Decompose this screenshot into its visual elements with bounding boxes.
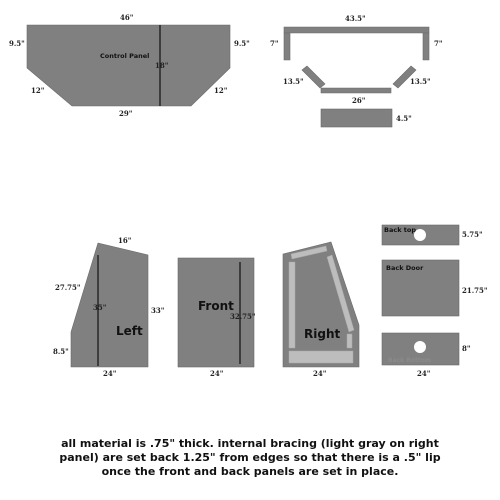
control-panel-bevel-right-dim: 12" [214,86,227,95]
brace-top [283,26,430,34]
left-panel-back-dim: 27.75" [55,283,81,292]
brace-bottom-dim: 26" [352,96,365,105]
right-bracing-short [346,333,353,349]
back-bottom-group: Back Bottom 8" 24" [381,332,471,378]
control-panel-label: Control Panel [100,52,149,60]
back-door-group: Back Door 21.75" [381,259,488,317]
brace-angle-left [301,65,326,89]
right-panel-width-dim: 24" [313,369,326,378]
brace-bottom [320,87,392,94]
left-panel-inner-dim: 35" [93,303,106,312]
control-panel-top-dim: 46" [120,13,133,22]
build-note-line-1: all material is .75" thick. internal bra… [61,437,439,450]
brace-left-dim: 7" [270,39,279,48]
brace-angle-left-dim: 13.5" [283,77,304,86]
right-bracing-bottom [288,350,354,364]
control-panel-shape [26,24,231,107]
back-top-hole [414,229,426,241]
back-top-height-dim: 5.75" [462,230,483,239]
brace-angle-right [392,65,417,89]
brace-right [422,32,430,61]
left-panel-group: Left 16" 27.75" 35" 33" 8.5" 24" [53,236,164,378]
front-panel-shape [177,257,255,368]
left-panel-front-dim: 33" [151,306,164,315]
brace-top-dim: 43.5" [345,14,366,23]
back-bottom-label: Back Bottom [388,357,431,364]
left-panel-width-dim: 24" [103,369,116,378]
control-panel-right-dim: 9.5" [234,39,250,48]
brace-left [283,32,291,61]
back-bottom-width-dim: 24" [417,369,430,378]
small-bar-group: 4.5" [320,108,412,128]
build-note: all material is .75" thick. internal bra… [30,437,470,479]
brace-angle-right-dim: 13.5" [410,77,431,86]
right-panel-group: Right 24" [282,241,360,378]
back-door-shape [381,259,460,317]
control-panel-left-dim: 9.5" [9,39,25,48]
right-bracing-left [288,261,296,349]
control-panel-bevel-left-dim: 12" [31,86,44,95]
small-bar-shape [320,108,393,128]
control-panel-depth-dim: 18" [155,61,168,70]
front-panel-height-dim: 32.75" [230,312,256,321]
back-top-group: Back top 5.75" [381,224,483,246]
right-panel-label: Right [304,327,340,341]
right-bracing-top [290,245,328,260]
left-panel-shape [70,242,149,368]
left-panel-label: Left [116,324,143,338]
back-door-label: Back Door [386,264,424,272]
front-panel-width-dim: 24" [210,369,223,378]
build-note-line-3: once the front and back panels are set i… [101,465,399,478]
build-note-line-2: panel) are set back 1.25" from edges so … [59,451,441,464]
control-panel-group: Control Panel 46" 9.5" 9.5" 12" 12" 29" … [9,13,250,118]
front-panel-label: Front [198,299,234,313]
left-panel-top-dim: 16" [118,236,131,245]
control-panel-bottom-dim: 29" [119,109,132,118]
back-top-label: Back top [384,226,416,234]
brace-group: 43.5" 7" 7" 13.5" 13.5" 26" [270,14,443,105]
back-door-height-dim: 21.75" [462,286,488,295]
back-bottom-height-dim: 8" [462,344,471,353]
back-bottom-hole [414,341,426,353]
brace-right-dim: 7" [434,39,443,48]
front-panel-group: Front 32.75" 24" [177,257,256,378]
right-bracing-angled [326,254,355,333]
left-panel-bottom-front-dim: 8.5" [53,347,69,356]
small-bar-height-dim: 4.5" [396,114,412,123]
right-panel-shape [282,241,360,368]
